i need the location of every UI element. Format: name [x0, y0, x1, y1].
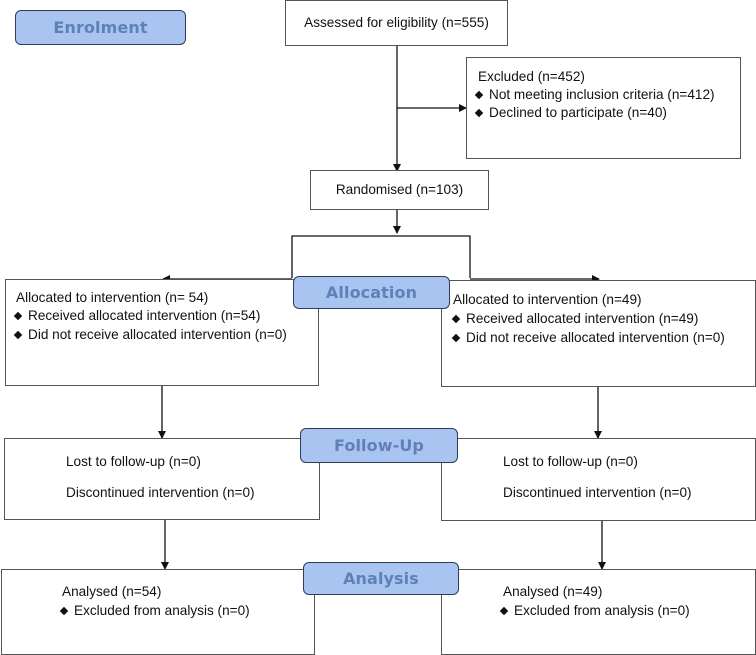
- left-allocation-title: Allocated to intervention (n= 54): [16, 290, 209, 305]
- allocation-stage-label: Allocation: [293, 276, 450, 309]
- right-allocation-received: Received allocated intervention (n=49): [451, 310, 699, 328]
- randomised-text: Randomised (n=103): [335, 182, 464, 197]
- excluded-box: Excluded (n=452) Not meeting inclusion c…: [466, 57, 741, 159]
- left-allocation-not-received-text: Did not receive allocated intervention (…: [28, 327, 287, 342]
- right-allocation-not-received: Did not receive allocated intervention (…: [451, 329, 725, 347]
- left-followup-box: Lost to follow-up (n=0) Discontinued int…: [4, 438, 320, 520]
- follow-up-stage-text: Follow-Up: [333, 436, 424, 455]
- assessed-for-eligibility-box: Assessed for eligibility (n=555): [285, 0, 508, 46]
- bullet-diamond-icon: [13, 330, 23, 340]
- excluded-reason-inclusion-text: Not meeting inclusion criteria (n=412): [489, 87, 715, 102]
- left-followup-discontinued: Discontinued intervention (n=0): [66, 485, 255, 500]
- enrolment-stage-label: Enrolment: [15, 10, 186, 45]
- left-allocation-received: Received allocated intervention (n=54): [13, 307, 261, 325]
- randomisation-split-bracket: [291, 235, 471, 278]
- excluded-reason-declined-text: Declined to participate (n=40): [489, 105, 667, 120]
- right-followup-discontinued: Discontinued intervention (n=0): [503, 485, 692, 500]
- follow-up-stage-label: Follow-Up: [300, 428, 458, 463]
- right-allocation-title: Allocated to intervention (n=49): [453, 292, 642, 307]
- left-analysis-excluded-text: Excluded from analysis (n=0): [74, 603, 250, 618]
- right-followup-box: Lost to follow-up (n=0) Discontinued int…: [441, 438, 756, 521]
- right-followup-lost: Lost to follow-up (n=0): [503, 454, 638, 469]
- assessed-for-eligibility-text: Assessed for eligibility (n=555): [304, 15, 489, 30]
- left-analysis-excluded: Excluded from analysis (n=0): [59, 602, 250, 620]
- randomised-box: Randomised (n=103): [310, 170, 489, 210]
- left-analysis-title: Analysed (n=54): [62, 584, 162, 599]
- right-allocation-received-text: Received allocated intervention (n=49): [466, 311, 699, 326]
- right-allocation-not-received-text: Did not receive allocated intervention (…: [466, 330, 725, 345]
- bullet-diamond-icon: [451, 333, 461, 343]
- bullet-diamond-icon: [474, 108, 484, 118]
- analysis-stage-label: Analysis: [303, 562, 459, 595]
- bullet-diamond-icon: [499, 606, 509, 616]
- left-allocation-received-text: Received allocated intervention (n=54): [28, 308, 261, 323]
- left-analysis-box: Analysed (n=54) Excluded from analysis (…: [1, 569, 315, 655]
- bullet-diamond-icon: [59, 606, 69, 616]
- right-analysis-excluded: Excluded from analysis (n=0): [499, 602, 690, 620]
- bullet-diamond-icon: [451, 314, 461, 324]
- left-allocation-box: Allocated to intervention (n= 54) Receiv…: [5, 279, 319, 386]
- right-analysis-excluded-text: Excluded from analysis (n=0): [514, 603, 690, 618]
- excluded-reason-declined: Declined to participate (n=40): [474, 104, 667, 122]
- allocation-stage-text: Allocation: [325, 283, 418, 302]
- right-analysis-title: Analysed (n=49): [503, 584, 603, 599]
- analysis-stage-text: Analysis: [343, 569, 419, 588]
- bullet-diamond-icon: [474, 90, 484, 100]
- excluded-title: Excluded (n=452): [478, 69, 585, 84]
- enrolment-stage-text: Enrolment: [53, 18, 148, 37]
- right-allocation-box: Allocated to intervention (n=49) Receive…: [441, 280, 756, 387]
- left-followup-lost: Lost to follow-up (n=0): [66, 454, 201, 469]
- bullet-diamond-icon: [13, 311, 23, 321]
- excluded-reason-inclusion: Not meeting inclusion criteria (n=412): [474, 86, 715, 104]
- right-analysis-box: Analysed (n=49) Excluded from analysis (…: [441, 569, 756, 655]
- left-allocation-not-received: Did not receive allocated intervention (…: [13, 326, 287, 344]
